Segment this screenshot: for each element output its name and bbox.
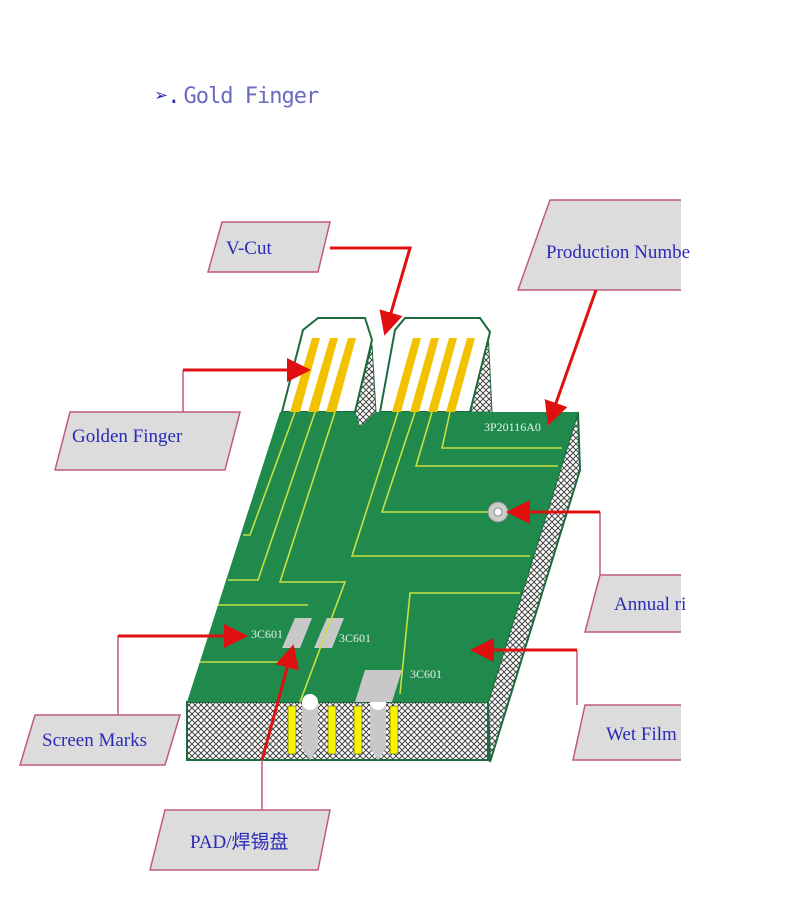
label-v-cut: V-Cut [226,238,272,259]
gold-finger-tabs [280,317,493,429]
callout-boxes [18,199,691,871]
label-production-number: Production Numbe [546,242,690,263]
bullet-arrow-icon: ➢. [155,84,180,109]
label-screen-marks: Screen Marks [42,730,147,751]
label-pad: PAD/焊锡盘 [190,831,289,853]
label-annual-ring: Annual ri [614,594,686,615]
pcb-board: 3P20116A0 3C601 3C601 3C601 [186,411,582,763]
leader-lines [117,370,601,810]
page-title: ➢.Gold Finger [155,84,320,109]
label-golden-finger: Golden Finger [72,426,183,447]
silkscreen-mark: 3C601 [339,631,371,645]
silkscreen-mark: 3C601 [410,667,442,681]
title-text: Gold Finger [183,84,320,109]
callout-arrows [118,246,600,761]
production-code: 3P20116A0 [484,420,541,434]
label-wet-film: Wet Film [606,724,677,745]
silkscreen-mark: 3C601 [251,627,283,641]
traces [200,411,562,703]
